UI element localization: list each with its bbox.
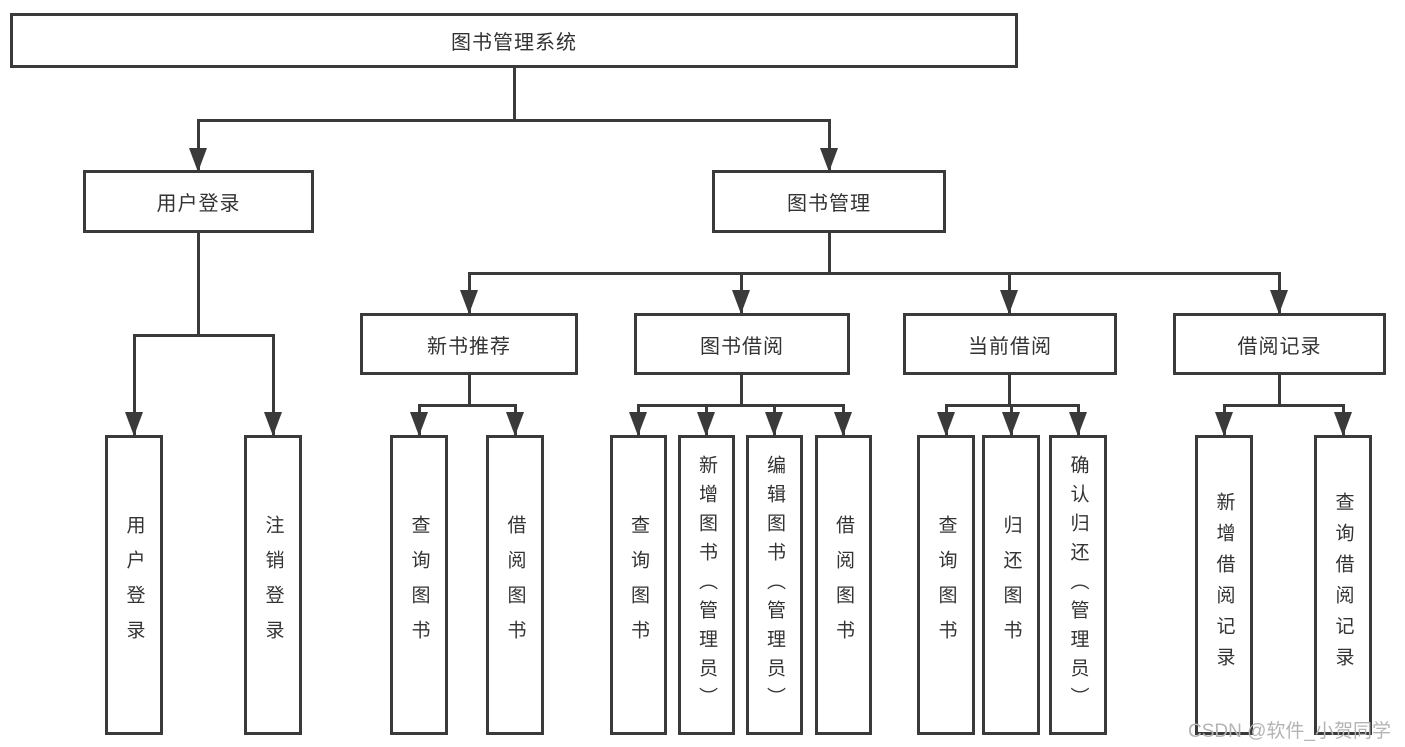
node-leaf-add-book-admin: 新增图书（管理员） bbox=[678, 435, 735, 735]
node-book-borrow-label: 图书借阅 bbox=[700, 335, 784, 358]
connector-line bbox=[828, 119, 831, 171]
node-leaf-query-book-current-label: 查询图书 bbox=[935, 515, 957, 655]
arrow-down-icon bbox=[1000, 290, 1018, 314]
node-leaf-query-book-borrow: 查询图书 bbox=[610, 435, 667, 735]
arrow-down-icon bbox=[189, 148, 207, 172]
node-leaf-borrow-book-recommend: 借阅图书 bbox=[486, 435, 544, 735]
node-leaf-confirm-return-admin: 确认归还（管理员） bbox=[1049, 435, 1107, 735]
node-leaf-query-book-current: 查询图书 bbox=[917, 435, 975, 735]
node-leaf-return-book-label: 归还图书 bbox=[1000, 515, 1022, 655]
node-borrow-records-label: 借阅记录 bbox=[1237, 335, 1322, 358]
node-leaf-logout-label: 注销登录 bbox=[262, 515, 284, 655]
connector-line bbox=[740, 375, 743, 407]
node-leaf-borrow-book-label: 借阅图书 bbox=[833, 515, 854, 655]
node-current-borrow-label: 当前借阅 bbox=[968, 335, 1052, 358]
arrow-down-icon bbox=[264, 412, 282, 436]
node-leaf-user-login-label: 用户登录 bbox=[123, 515, 145, 655]
node-library-system: 图书管理系统 bbox=[10, 13, 1018, 68]
connector-line bbox=[197, 119, 831, 122]
node-leaf-edit-book-admin: 编辑图书（管理员） bbox=[746, 435, 803, 735]
arrow-down-icon bbox=[1002, 412, 1020, 436]
arrow-down-icon bbox=[1069, 412, 1087, 436]
arrow-down-icon bbox=[732, 290, 750, 314]
node-leaf-query-book-borrow-label: 查询图书 bbox=[628, 515, 649, 655]
node-leaf-borrow-book-recommend-label: 借阅图书 bbox=[504, 515, 526, 655]
node-leaf-user-login: 用户登录 bbox=[105, 435, 163, 735]
node-current-borrow: 当前借阅 bbox=[903, 313, 1117, 375]
connector-line bbox=[1223, 404, 1344, 407]
watermark: CSDN @软件_小贺同学 bbox=[1188, 721, 1391, 742]
connector-line bbox=[1278, 375, 1281, 407]
node-user-login-label: 用户登录 bbox=[156, 193, 241, 215]
arrow-down-icon bbox=[410, 412, 428, 436]
connector-line bbox=[418, 404, 517, 407]
node-leaf-add-borrow-record-label: 新增借阅记录 bbox=[1213, 492, 1235, 678]
arrow-down-icon bbox=[697, 412, 715, 436]
arrow-down-icon bbox=[820, 148, 838, 172]
arrow-down-icon bbox=[506, 412, 524, 436]
arrow-down-icon bbox=[1270, 290, 1288, 314]
node-book-management-label: 图书管理 bbox=[787, 193, 871, 215]
connector-line bbox=[272, 334, 275, 435]
node-user-login: 用户登录 bbox=[83, 170, 314, 233]
connector-line bbox=[513, 68, 516, 121]
node-leaf-query-book-recommend-label: 查询图书 bbox=[408, 515, 430, 655]
node-leaf-confirm-return-admin-label: 确认归还（管理员） bbox=[1067, 454, 1089, 716]
connector-line bbox=[1008, 375, 1011, 407]
arrow-down-icon bbox=[460, 290, 478, 314]
node-leaf-query-borrow-record: 查询借阅记录 bbox=[1314, 435, 1372, 735]
arrow-down-icon bbox=[765, 412, 783, 436]
arrow-down-icon bbox=[834, 412, 852, 436]
node-new-book-recommend-label: 新书推荐 bbox=[427, 335, 511, 358]
arrow-down-icon bbox=[1215, 412, 1233, 436]
node-book-management: 图书管理 bbox=[712, 170, 946, 233]
node-borrow-records: 借阅记录 bbox=[1173, 313, 1386, 375]
connector-line bbox=[197, 233, 200, 337]
arrow-down-icon bbox=[937, 412, 955, 436]
node-leaf-add-borrow-record: 新增借阅记录 bbox=[1195, 435, 1253, 735]
connector-line bbox=[468, 375, 471, 407]
arrow-down-icon bbox=[125, 412, 143, 436]
connector-line bbox=[828, 233, 831, 274]
node-leaf-borrow-book: 借阅图书 bbox=[815, 435, 872, 735]
connector-line bbox=[637, 404, 845, 407]
node-leaf-return-book: 归还图书 bbox=[982, 435, 1040, 735]
node-book-borrow: 图书借阅 bbox=[634, 313, 850, 375]
connector-line bbox=[468, 272, 1281, 275]
connector-line bbox=[197, 119, 200, 171]
connector-line bbox=[133, 334, 136, 435]
node-leaf-add-book-admin-label: 新增图书（管理员） bbox=[696, 454, 717, 716]
arrow-down-icon bbox=[629, 412, 647, 436]
node-leaf-logout: 注销登录 bbox=[244, 435, 302, 735]
node-leaf-edit-book-admin-label: 编辑图书（管理员） bbox=[764, 454, 785, 716]
node-new-book-recommend: 新书推荐 bbox=[360, 313, 578, 375]
node-library-system-label: 图书管理系统 bbox=[451, 32, 577, 54]
node-leaf-query-book-recommend: 查询图书 bbox=[390, 435, 448, 735]
arrow-down-icon bbox=[1334, 412, 1352, 436]
node-leaf-query-borrow-record-label: 查询借阅记录 bbox=[1332, 492, 1354, 678]
connector-line bbox=[133, 334, 275, 337]
